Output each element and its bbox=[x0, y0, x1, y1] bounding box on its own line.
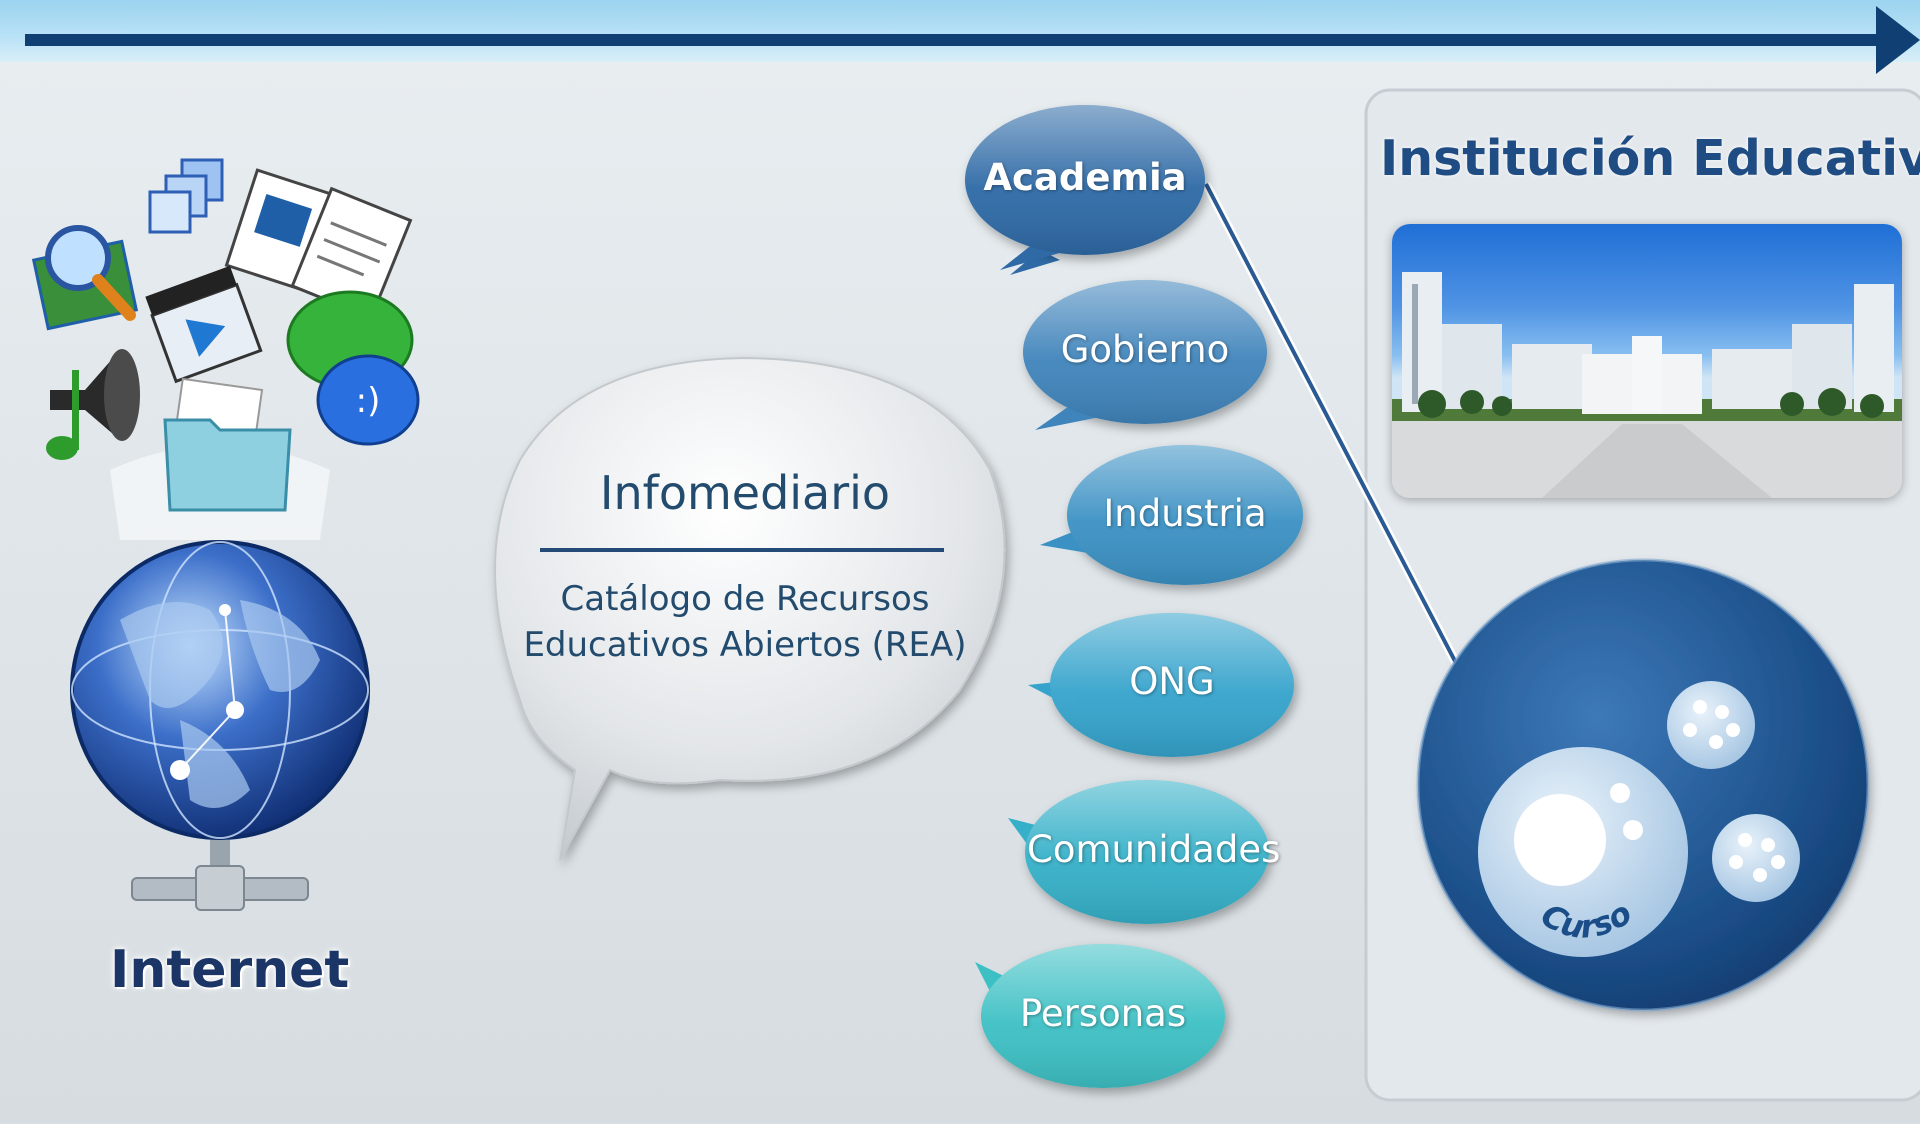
actor-label-academia: Academia bbox=[983, 156, 1187, 199]
actor-bubble-comunidades bbox=[1008, 780, 1269, 924]
actor-bubble-gobierno bbox=[1023, 280, 1267, 430]
music-note-icon bbox=[46, 370, 79, 460]
media-icons-cluster: :) bbox=[31, 158, 420, 540]
globe-icon bbox=[70, 540, 370, 840]
infomediario-title: Infomediario bbox=[599, 466, 891, 520]
curso-circle bbox=[1478, 747, 1688, 957]
folder-icon bbox=[163, 377, 292, 512]
actor-label-gobierno: Gobierno bbox=[1060, 328, 1230, 371]
actor-bubble-personas bbox=[975, 944, 1225, 1088]
internet-label: Internet bbox=[110, 940, 350, 1000]
actor-bubble-industria bbox=[1040, 445, 1303, 585]
windows-icon bbox=[148, 158, 224, 234]
actor-label-industria: Industria bbox=[1103, 492, 1267, 535]
svg-text::): :) bbox=[356, 381, 381, 421]
timeline-arrow bbox=[25, 6, 1920, 74]
actor-label-ong: ONG bbox=[1129, 660, 1215, 703]
infomediario-divider bbox=[540, 548, 944, 552]
small-circle-right bbox=[1712, 814, 1800, 902]
small-circle-top bbox=[1667, 681, 1755, 769]
video-clapper-icon bbox=[145, 265, 263, 384]
actor-bubble-ong bbox=[1028, 613, 1294, 757]
infomediario-description: Catálogo de Recursos Educativos Abiertos… bbox=[523, 579, 967, 665]
magnifier-icon bbox=[31, 225, 139, 331]
top-band bbox=[0, 0, 1920, 62]
institution-title: Institución Educativa bbox=[1380, 130, 1920, 187]
campus-photo bbox=[1392, 224, 1902, 498]
institution-circle bbox=[1416, 558, 1870, 1012]
speaker-icon bbox=[50, 349, 140, 441]
network-connector-icon bbox=[131, 840, 309, 911]
actor-label-personas: Personas bbox=[1019, 992, 1187, 1035]
actor-bubbles bbox=[965, 105, 1303, 1088]
actor-bubble-academia bbox=[965, 105, 1205, 275]
infomediario-speech-bubble bbox=[494, 356, 1006, 861]
chat-bubbles-icon: :) bbox=[286, 290, 420, 446]
actor-label-comunidades: Comunidades bbox=[1027, 828, 1281, 871]
